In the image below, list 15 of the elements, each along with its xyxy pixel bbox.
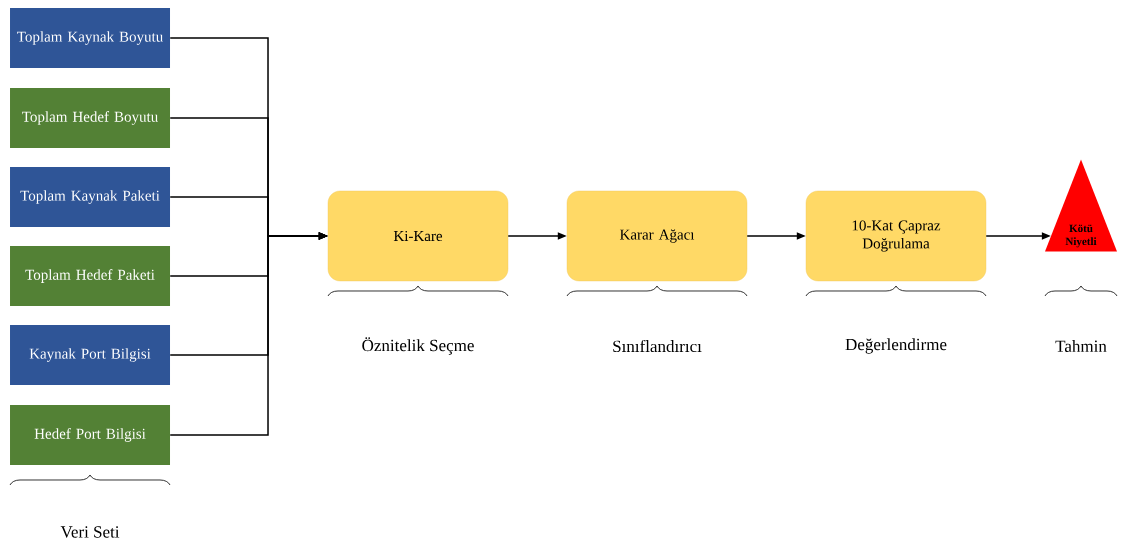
data-box: Kaynak Port Bilgisi: [10, 325, 170, 385]
process-box: Karar Ağacı: [566, 190, 748, 282]
data-box: Toplam Kaynak Boyutu: [10, 8, 170, 68]
stage-label: Öznitelik Seçme: [362, 337, 474, 355]
stage-label: Değerlendirme: [845, 338, 947, 354]
data-box: Toplam Hedef Paketi: [10, 246, 170, 306]
process-box: Ki-Kare: [327, 190, 509, 282]
stage-label: Sınıflandırıcı: [613, 339, 702, 353]
prediction-triangle: Kötü Niyetli: [1045, 159, 1117, 252]
stage-label: Tahmin: [1055, 340, 1107, 352]
process-box: 10-Kat Çapraz Doğrulama: [805, 190, 987, 282]
data-box: Toplam Kaynak Paketi: [10, 167, 170, 227]
data-box: Toplam Hedef Boyutu: [10, 88, 170, 148]
data-box: Hedef Port Bilgisi: [10, 405, 170, 465]
stage-label: Veri Seti: [60, 526, 120, 538]
